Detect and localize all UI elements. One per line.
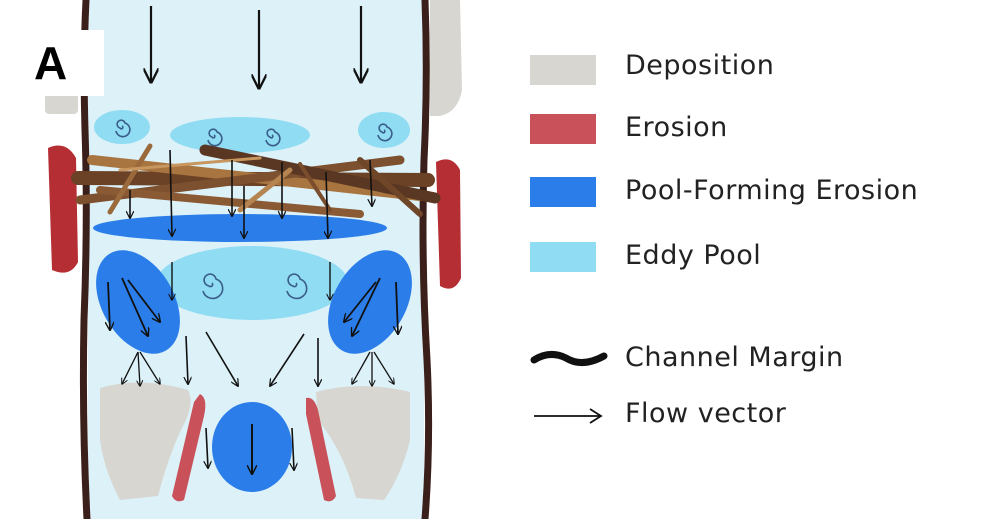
channel-margin-symbol — [530, 342, 610, 378]
deposition-bank-top-right — [430, 0, 462, 116]
legend-swatch-pool-forming — [530, 177, 596, 207]
legend-label-eddy-pool: Eddy Pool — [625, 240, 761, 272]
panel-label: A — [24, 30, 104, 96]
erosion-bank-left — [48, 146, 78, 273]
eddy-pool-center — [156, 246, 348, 320]
legend-swatch-erosion — [530, 114, 596, 144]
legend-label-erosion: Erosion — [625, 112, 728, 144]
erosion-bank-right — [436, 159, 461, 288]
legend-label-deposition: Deposition — [625, 50, 774, 82]
legend-label-flow-vector: Flow vector — [625, 398, 786, 430]
flow-vector-symbol — [530, 398, 610, 434]
legend-label-pool-forming: Pool-Forming Erosion — [625, 175, 918, 207]
pool-forming-erosion-band — [93, 214, 387, 242]
legend-swatch-eddy-pool — [530, 242, 596, 272]
eddy-pool-top-center — [170, 117, 310, 153]
legend-label-channel-margin: Channel Margin — [625, 342, 844, 374]
legend-swatch-deposition — [530, 55, 596, 85]
